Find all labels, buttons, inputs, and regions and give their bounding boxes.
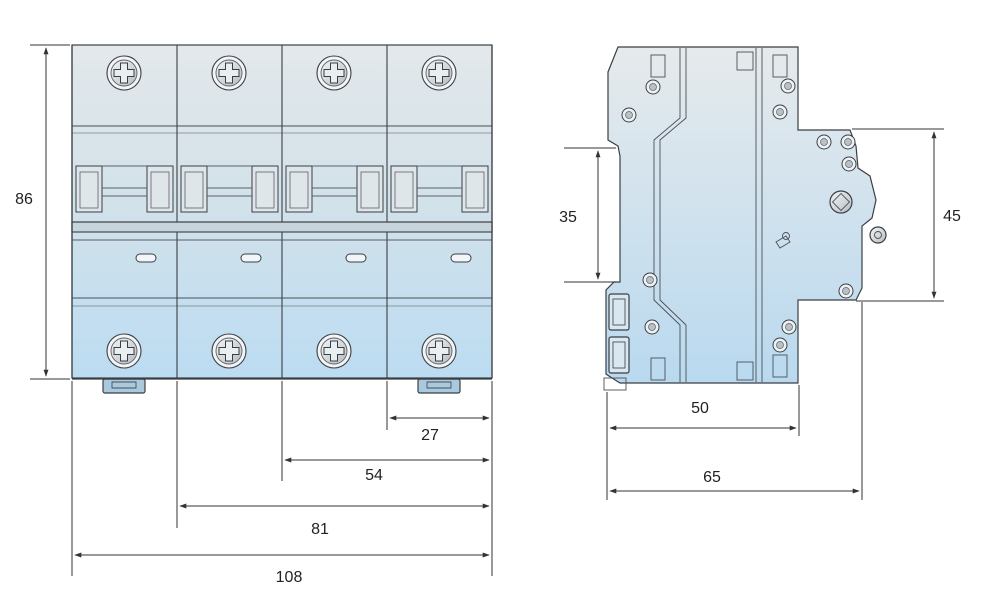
side-view <box>603 46 887 391</box>
dim-rail-35: 35 <box>559 147 616 283</box>
dim-label-81: 81 <box>311 521 329 538</box>
side-body <box>605 46 877 384</box>
toggle-handle <box>285 165 384 213</box>
indicator-window <box>450 253 472 263</box>
dim-label-86: 86 <box>15 191 33 208</box>
dim-label-50: 50 <box>691 400 709 417</box>
front-view <box>71 44 493 394</box>
side-lever-icon <box>775 232 791 249</box>
bottom-terminal-screw-icon <box>316 333 352 369</box>
dim-label-45: 45 <box>943 208 961 225</box>
toggle-handle <box>180 165 279 213</box>
top-terminal-screw-icon <box>106 55 142 91</box>
top-terminal-screw-icon <box>211 55 247 91</box>
indicator-window <box>135 253 157 263</box>
dim-height-total: 86 <box>15 44 70 380</box>
dim-label-27: 27 <box>421 427 439 444</box>
pole-1 <box>75 55 174 369</box>
dim-width-chain: 27 54 81 108 <box>71 381 493 586</box>
top-terminal-screw-icon <box>316 55 352 91</box>
side-knob-icon <box>869 226 887 244</box>
toggle-handle <box>75 165 174 213</box>
rotary-actuator-icon <box>829 190 853 214</box>
pole-2 <box>180 55 279 369</box>
din-clip-right <box>417 378 461 394</box>
indicator-window <box>240 253 262 263</box>
dim-label-108: 108 <box>276 569 303 586</box>
toggle-handle <box>390 165 489 213</box>
pole-details <box>75 55 489 369</box>
dim-depth-chain: 50 65 <box>606 302 863 500</box>
pole-3 <box>285 55 384 369</box>
indicator-window <box>345 253 367 263</box>
top-terminal-screw-icon <box>421 55 457 91</box>
bottom-terminal-screw-icon <box>106 333 142 369</box>
pole-separators <box>176 45 388 378</box>
dim-label-35: 35 <box>559 209 577 226</box>
dim-front-45: 45 <box>852 128 961 302</box>
dim-label-65: 65 <box>703 469 721 486</box>
pole-4 <box>390 55 489 369</box>
dim-label-54: 54 <box>365 467 383 484</box>
din-clip-left <box>102 378 146 394</box>
side-mounting-holes <box>621 78 857 353</box>
bottom-terminal-screw-icon <box>421 333 457 369</box>
bottom-terminal-screw-icon <box>211 333 247 369</box>
